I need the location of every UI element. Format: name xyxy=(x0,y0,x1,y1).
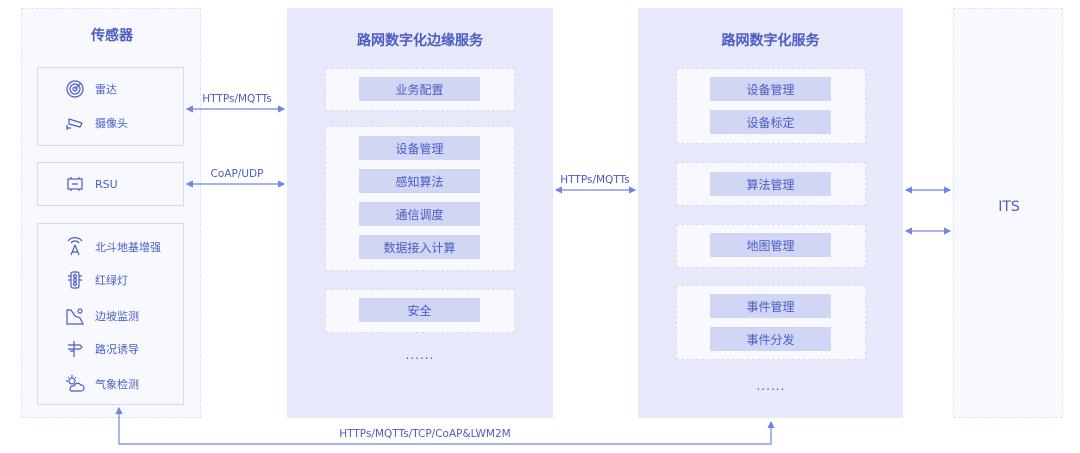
sensor-rsu[interactable]: RSU xyxy=(65,174,118,194)
sensor-radar[interactable]: 雷达 xyxy=(65,79,117,99)
sensor-group-1: 雷达 摄像头 xyxy=(37,67,184,146)
edge-device-management[interactable]: 设备管理 xyxy=(359,136,480,160)
sensors-title: 传感器 xyxy=(91,28,133,44)
cloud-algorithm-management[interactable]: 算法管理 xyxy=(710,172,831,196)
sensor-label: 边坡监测 xyxy=(95,310,139,323)
cloud-event-distribution[interactable]: 事件分发 xyxy=(710,327,831,351)
edge-security[interactable]: 安全 xyxy=(359,298,480,322)
cloud-more: ...... xyxy=(756,379,786,393)
traffic-light-icon xyxy=(68,271,82,289)
camera-icon xyxy=(66,118,83,130)
edge-data-access[interactable]: 数据接入计算 xyxy=(359,235,480,259)
edge-more: ...... xyxy=(405,348,435,362)
slope-icon xyxy=(66,308,84,325)
sensor-label: 北斗地基增强 xyxy=(95,241,161,254)
sensor-label: 路况诱导 xyxy=(95,343,139,356)
cloud-device-calibration[interactable]: 设备标定 xyxy=(710,110,831,134)
edge-business-config[interactable]: 业务配置 xyxy=(359,77,480,101)
sensor-group-rsu: RSU xyxy=(37,162,184,206)
link-label-edge-cloud: HTTPs/MQTTs xyxy=(560,174,630,186)
sensor-label: 红绿灯 xyxy=(95,274,128,287)
arrow-bottom xyxy=(115,406,775,445)
sensor-camera[interactable]: 摄像头 xyxy=(65,113,128,133)
cloud-title: 路网数字化服务 xyxy=(721,33,820,49)
link-label-sensor-edge-2: CoAP/UDP xyxy=(210,168,264,180)
radar-icon xyxy=(66,80,84,98)
sensor-beidou[interactable]: 北斗地基增强 xyxy=(65,237,161,257)
cloud-device-management[interactable]: 设备管理 xyxy=(710,77,831,101)
sensor-label: 气象检测 xyxy=(95,378,139,391)
its-panel: ITS xyxy=(953,8,1063,418)
sensor-weather[interactable]: 气象检测 xyxy=(65,374,139,394)
sensor-label: 摄像头 xyxy=(95,117,128,130)
link-label-sensor-edge-1: HTTPs/MQTTs xyxy=(202,93,272,105)
signpost-icon xyxy=(68,341,83,357)
sensor-label: 雷达 xyxy=(95,83,117,96)
antenna-icon xyxy=(67,237,83,256)
edge-perception-algorithm[interactable]: 感知算法 xyxy=(359,169,480,193)
cloud-map-management[interactable]: 地图管理 xyxy=(710,233,831,257)
sensor-traffic-light[interactable]: 红绿灯 xyxy=(65,270,128,290)
sensor-slope[interactable]: 边坡监测 xyxy=(65,306,139,326)
weather-icon xyxy=(66,375,85,392)
edge-comm-scheduling[interactable]: 通信调度 xyxy=(359,202,480,226)
sensor-label: RSU xyxy=(95,177,118,191)
rsu-icon xyxy=(67,177,83,191)
sensor-road-guide[interactable]: 路况诱导 xyxy=(65,339,139,359)
sensor-group-3: 北斗地基增强 红绿灯 边坡监测 路况诱导 气象检测 xyxy=(37,223,184,405)
cloud-event-management[interactable]: 事件管理 xyxy=(710,294,831,318)
cloud-box-2 xyxy=(676,162,866,206)
edge-title: 路网数字化边缘服务 xyxy=(357,33,483,49)
link-label-bottom: HTTPs/MQTTs/TCP/CoAP&LWM2M xyxy=(339,428,511,440)
its-label: ITS xyxy=(998,199,1020,215)
